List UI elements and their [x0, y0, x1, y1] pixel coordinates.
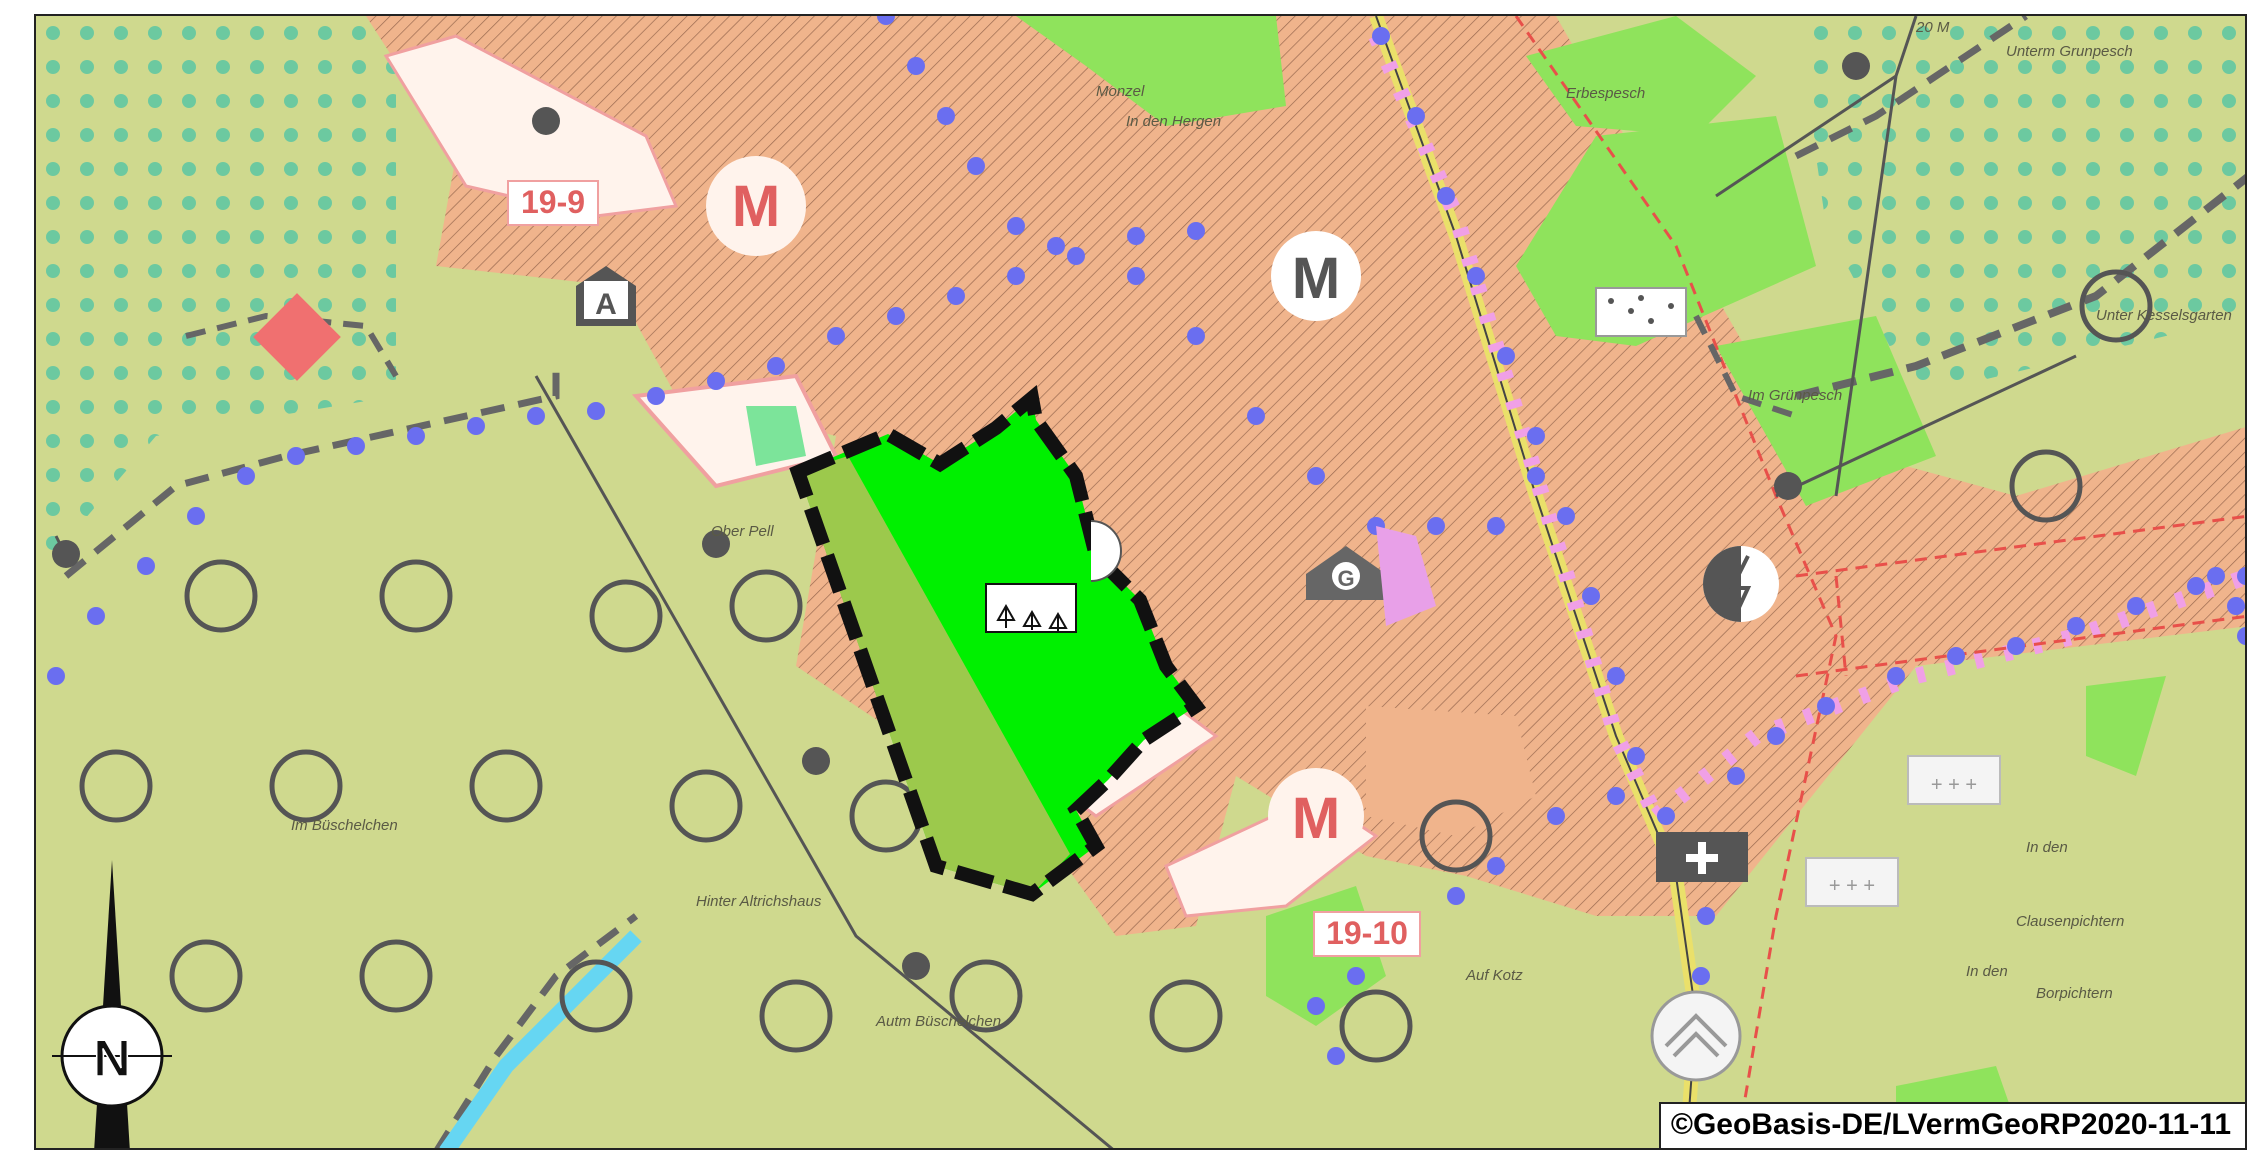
svg-text:M: M — [1292, 246, 1340, 311]
grey-circle-symbols — [79, 269, 2153, 1063]
copyright-label: ©GeoBasis-DE/LVermGeoRP2020-11-11 — [1658, 1102, 2245, 1148]
place-name: Auf Kotz — [1465, 967, 1523, 984]
agriculture-building-symbol: A — [576, 266, 636, 326]
plus-cross-icon — [1656, 832, 1748, 882]
planned-area-boundary — [789, 384, 1207, 902]
mixed-use-symbol-3: M — [1268, 768, 1364, 864]
mixed-use-symbol-1: M — [706, 156, 806, 256]
planned-area-strip — [798, 456, 1070, 894]
plus-box-symbol-1: + + + — [1907, 755, 2001, 805]
settlement-area — [366, 16, 2245, 936]
place-name: Erbespesch — [1566, 85, 1645, 102]
svg-text:19-10: 19-10 — [1326, 915, 1408, 951]
orchard-area-west — [36, 16, 396, 576]
power-line-3 — [1715, 74, 1897, 198]
svg-text:A: A — [595, 288, 617, 321]
svg-text:N: N — [93, 1030, 131, 1088]
place-name: Hinter Altrichshaus — [696, 893, 822, 910]
place-name: Autm Büschelchen — [875, 1013, 1001, 1030]
place-name: Unterm Grunpesch — [2006, 43, 2133, 60]
green-area-gruenpesch — [1716, 316, 1936, 506]
hiking-route-dots — [47, 16, 2245, 1065]
place-name: In den — [1966, 963, 2008, 980]
planned-development-area[interactable] — [798, 398, 1196, 894]
svg-text:19-9: 19-9 — [521, 184, 585, 220]
reserve-area-m — [383, 34, 679, 218]
plan-label-19-9: 19-9 — [507, 180, 599, 226]
half-circle-symbol — [1090, 520, 1122, 582]
dotted-box-symbol — [1595, 287, 1687, 337]
place-name: Monzel — [1096, 83, 1145, 100]
lightning-icon — [1703, 546, 1779, 622]
place-name: In den — [2026, 839, 2068, 856]
north-arrow: N — [52, 860, 172, 1148]
green-area-se — [2086, 676, 2166, 776]
place-name: In den Hergen — [1126, 113, 1221, 130]
green-area-erbespesch — [1526, 16, 1756, 136]
svg-text:G: G — [1337, 566, 1354, 591]
place-name: Im Büschelchen — [291, 817, 398, 834]
place-name: Borpichtern — [2036, 985, 2113, 1002]
map-frame[interactable]: M M M A G — [34, 14, 2247, 1150]
zone-boundary-nne — [1794, 16, 2028, 160]
red-boundary-vertical — [1514, 16, 1838, 1148]
mixed-use-symbol-2: M — [1271, 231, 1361, 321]
svg-text:M: M — [732, 174, 780, 239]
commercial-symbol: G — [1306, 546, 1386, 600]
power-line-1 — [534, 375, 1114, 1148]
settlement-patch — [1366, 706, 1536, 836]
grey-dot-nodes — [52, 52, 1870, 980]
stream-boundary — [434, 913, 639, 1148]
plus-box-symbol-2: + + + — [1805, 857, 1899, 907]
house-icon — [1650, 990, 1742, 1082]
place-name: Clausenpichtern — [2016, 913, 2124, 930]
red-boundary-1 — [1795, 515, 2245, 578]
place-name: Unter Kesselsgarten — [2096, 307, 2232, 324]
zone-boundary-ne — [1693, 314, 1797, 419]
green-area-monzel — [1016, 16, 1286, 126]
place-name: 20 M — [1915, 19, 1950, 36]
zone-boundary-west — [63, 366, 560, 579]
zone-boundary-east — [1795, 174, 2245, 400]
commercial-area-pink — [1376, 526, 1436, 626]
land-use-map[interactable]: M M M A G — [36, 16, 2247, 1150]
svg-text:+ + +: + + + — [1829, 875, 1875, 897]
svg-text:M: M — [1292, 786, 1340, 851]
svg-text:+ + +: + + + — [1931, 774, 1977, 796]
red-boundary-3 — [1834, 575, 1848, 677]
plan-label-19-10: 19-10 — [1313, 911, 1421, 957]
power-line-4 — [1775, 354, 2077, 498]
orchard-area-east — [1796, 16, 2245, 396]
tree-symbol-icon — [985, 583, 1077, 633]
place-name: Ober Pell — [711, 523, 774, 540]
small-green-patch — [746, 406, 806, 466]
place-name: Im Grünpesch — [1748, 387, 1842, 404]
